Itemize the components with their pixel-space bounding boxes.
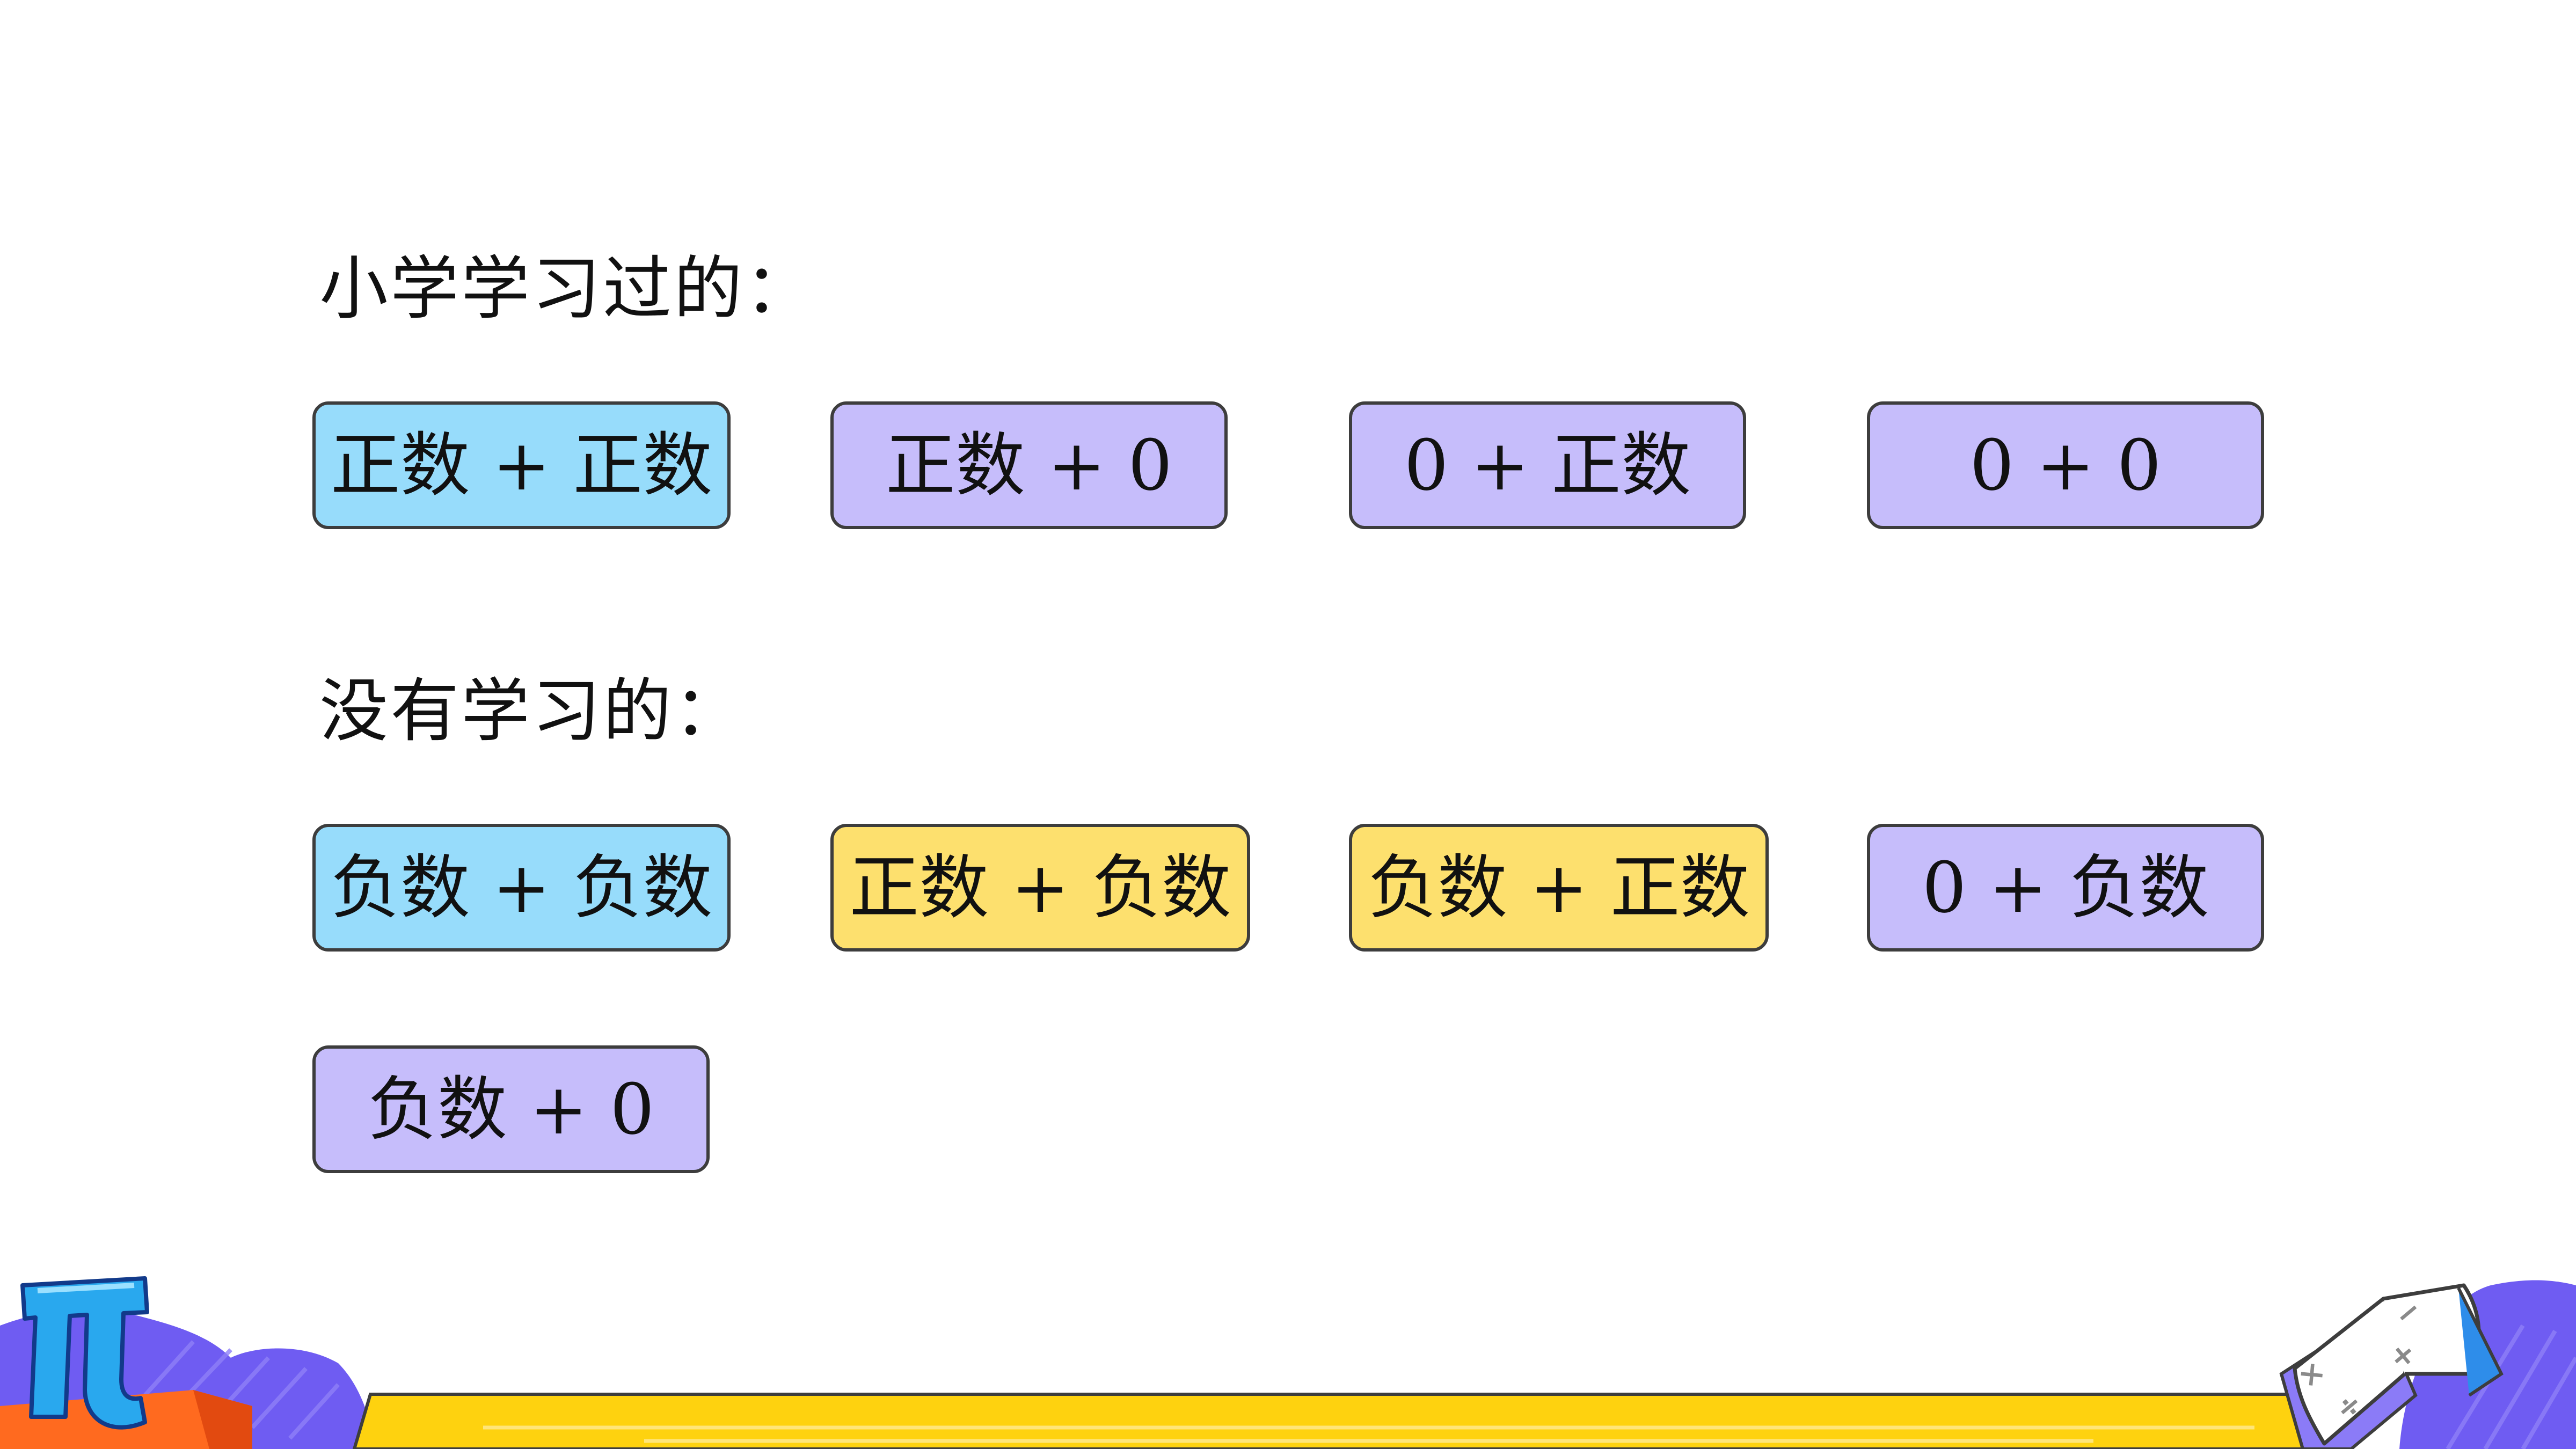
- bottom-decoration: − + × ÷: [0, 1276, 2576, 1449]
- yellow-ground-band: [352, 1393, 2305, 1449]
- category-box-positive-plus-positive: 正数 + 正数: [312, 401, 731, 529]
- heading-learned: 小学学习过的：: [319, 249, 816, 329]
- category-box-negative-plus-positive: 负数 + 正数: [1349, 824, 1769, 952]
- category-box-positive-plus-negative: 正数 + 负数: [830, 824, 1250, 952]
- category-box-positive-plus-zero: 正数 + 0: [830, 401, 1228, 529]
- category-box-negative-plus-zero: 负数 + 0: [312, 1045, 710, 1173]
- category-box-zero-plus-positive: 0 + 正数: [1349, 401, 1746, 529]
- category-box-negative-plus-negative: 负数 + 负数: [312, 824, 731, 952]
- heading-not-learned: 没有学习的：: [319, 671, 745, 751]
- category-box-zero-plus-negative: 0 + 负数: [1867, 824, 2264, 952]
- pi-symbol-icon: [20, 1276, 149, 1430]
- open-book-icon: − + × ÷: [2279, 1283, 2504, 1449]
- category-box-zero-plus-zero: 0 + 0: [1867, 401, 2264, 529]
